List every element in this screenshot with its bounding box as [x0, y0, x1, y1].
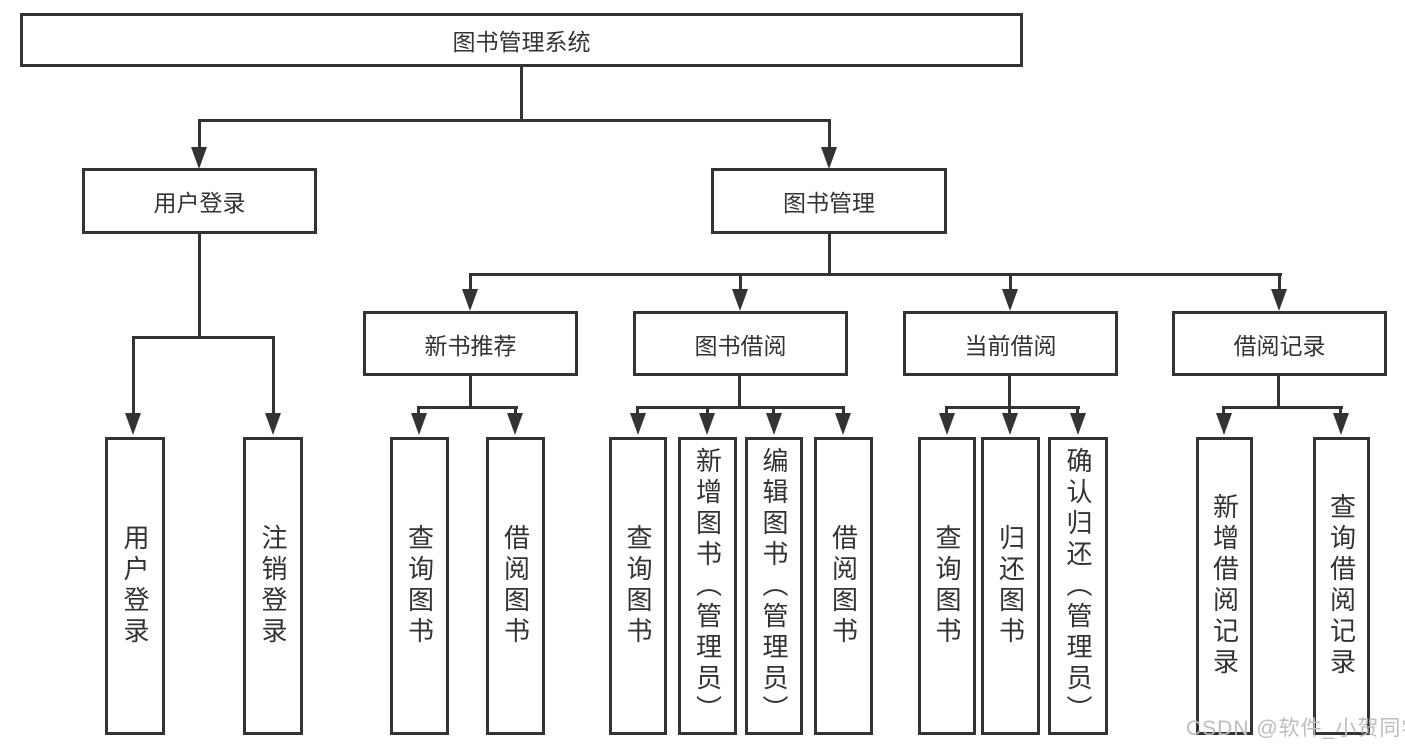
node-label: 借阅图书 [828, 524, 859, 648]
node-label: 查询图书 [623, 524, 653, 648]
connector-line [132, 336, 135, 414]
arrow-down-icon [939, 413, 955, 435]
connector-line [842, 406, 845, 415]
connector-line [198, 119, 831, 122]
connector-line [417, 406, 420, 415]
node-book-borrow: 图书借阅 [633, 311, 848, 376]
connector-line [514, 406, 517, 415]
connector-line [132, 336, 275, 339]
node-label: 归还图书 [995, 524, 1026, 648]
connector-line [198, 119, 201, 148]
leaf-rec-borrow-books: 借阅图书 [486, 437, 545, 735]
node-borrow-records: 借阅记录 [1172, 311, 1387, 376]
node-new-book-recommend: 新书推荐 [363, 311, 578, 376]
arrow-down-icon [507, 413, 523, 435]
leaf-br-query-record: 查询借阅记录 [1313, 437, 1370, 735]
arrow-down-icon [1070, 413, 1086, 435]
leaf-br-add-record: 新增借阅记录 [1196, 437, 1253, 735]
connector-line [1008, 376, 1011, 409]
connector-line [198, 234, 201, 336]
node-label: 当前借阅 [964, 332, 1057, 359]
connector-line [1339, 406, 1342, 415]
arrow-down-icon [835, 413, 851, 435]
connector-line [417, 406, 518, 409]
connector-line [1278, 273, 1281, 291]
arrow-down-icon [630, 413, 646, 435]
leaf-cb-confirm-return-admin: 确认归还（管理员） [1048, 437, 1108, 735]
node-label: 借阅图书 [500, 524, 531, 648]
node-label: 用户登录 [153, 190, 246, 216]
connector-line [272, 336, 275, 414]
connector-line [738, 376, 741, 409]
connector-line [1222, 406, 1343, 409]
leaf-bb-query-books: 查询图书 [609, 437, 667, 735]
node-label: 新增图书（管理员） [692, 446, 723, 726]
arrow-down-icon [766, 413, 782, 435]
arrow-down-icon [732, 289, 748, 311]
arrow-down-icon [1002, 289, 1018, 311]
node-label: 确认归还（管理员） [1063, 446, 1093, 726]
connector-line [1009, 273, 1012, 291]
node-label: 查询图书 [404, 524, 435, 648]
arrow-down-icon [1333, 413, 1349, 435]
leaf-bb-edit-books-admin: 编辑图书（管理员） [745, 437, 803, 735]
node-label: 新书推荐 [424, 332, 517, 359]
arrow-down-icon [411, 413, 427, 435]
node-label: 新增借阅记录 [1209, 493, 1240, 679]
leaf-cb-return-books: 归还图书 [981, 437, 1040, 735]
arrow-down-icon [462, 289, 478, 311]
arrow-down-icon [1271, 289, 1287, 311]
leaf-user-login: 用户登录 [105, 437, 165, 735]
connector-line [945, 406, 948, 415]
arrow-down-icon [265, 413, 281, 435]
leaf-logout: 注销登录 [243, 437, 303, 735]
watermark: CSDN @软件_小贺同学 [1186, 717, 1405, 740]
connector-line [1076, 406, 1079, 415]
connector-line [828, 119, 831, 148]
connector-line [1277, 376, 1280, 409]
arrow-down-icon [125, 413, 141, 435]
leaf-bb-add-books-admin: 新增图书（管理员） [678, 437, 737, 735]
node-user-login: 用户登录 [82, 168, 317, 234]
connector-line [1008, 406, 1011, 415]
connector-line [469, 273, 472, 291]
node-root: 图书管理系统 [20, 13, 1023, 67]
connector-line [706, 406, 709, 415]
node-label: 用户登录 [120, 524, 150, 648]
connector-line [945, 406, 1080, 409]
arrow-down-icon [821, 147, 837, 169]
node-label: 注销登录 [258, 524, 288, 648]
connector-line [739, 273, 742, 291]
connector-line [636, 406, 845, 409]
node-label: 查询图书 [932, 524, 962, 648]
connector-line [828, 234, 831, 273]
connector-line [636, 406, 639, 415]
leaf-bb-borrow-books: 借阅图书 [814, 437, 873, 735]
node-label: 图书借阅 [694, 332, 787, 359]
connector-line [469, 273, 1282, 276]
connector-line [1222, 406, 1225, 415]
arrow-down-icon [699, 413, 715, 435]
arrow-down-icon [191, 147, 207, 169]
connector-line [772, 406, 775, 415]
node-book-management: 图书管理 [711, 168, 947, 234]
node-label: 图书管理 [783, 190, 875, 216]
node-label: 编辑图书（管理员） [759, 446, 789, 726]
leaf-rec-query-books: 查询图书 [390, 437, 449, 735]
arrow-down-icon [1002, 413, 1018, 435]
leaf-cb-query-books: 查询图书 [918, 437, 976, 735]
connector-line [520, 66, 523, 119]
node-current-borrow: 当前借阅 [903, 311, 1118, 376]
node-label: 查询借阅记录 [1326, 493, 1357, 679]
node-label: 图书管理系统 [452, 29, 591, 55]
arrow-down-icon [1216, 413, 1232, 435]
node-label: 借阅记录 [1233, 332, 1326, 359]
connector-line [469, 376, 472, 409]
